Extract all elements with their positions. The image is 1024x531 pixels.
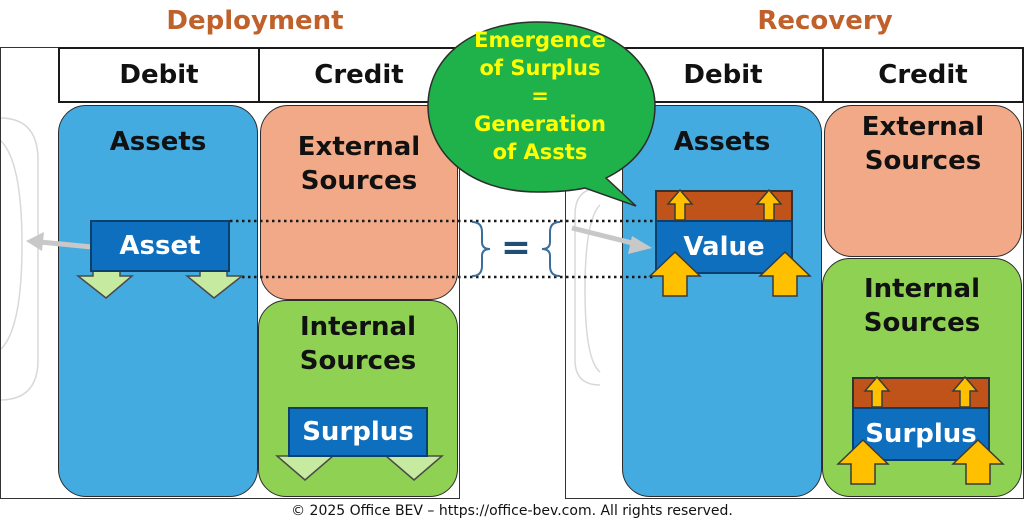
recovery-external-line1: External [861,112,985,142]
recovery-internal-sources-label: Internal Sources [822,272,1022,340]
deployment-external-line2: Sources [300,166,418,196]
callout-line-3: = [531,84,549,108]
recovery-internal-line2: Sources [863,308,981,338]
recovery-credit-header: Credit [822,47,1024,103]
callout-line-4: Generation [474,112,606,136]
value-big-up-arrow-left [648,250,702,297]
recovery-assets-box [622,105,822,497]
callout-line-2: of Surplus [479,56,601,80]
equals-sign: = [500,227,532,268]
recovery-gray-arrow [571,225,652,254]
recovery-external-sources-box [824,105,1022,257]
recovery-external-line2: Sources [864,146,982,176]
recovery-title: Recovery [757,6,893,36]
left-faint-curve [0,117,39,401]
deployment-surplus-box: Surplus [288,407,428,457]
deployment-internal-sources-label: Internal Sources [258,310,458,378]
deployment-external-sources-label: External Sources [260,130,458,198]
callout-line-1: Emergence [474,28,606,52]
right-faint-curve-inner [584,204,601,373]
recovery-surplus-box: Surplus [852,407,990,461]
callout-text: Emergence of Surplus = Generation of Ass… [440,26,640,166]
deployment-internal-line1: Internal [299,312,417,342]
surplus-big-up-arrow-right [951,438,1005,485]
surplus-small-up-arrow-right [951,375,979,408]
value-big-up-arrow-right [758,250,812,297]
right-faint-curve [574,187,601,386]
footer-copyright: © 2025 Office BEV – https://office-bev.c… [291,503,733,519]
recovery-assets-label: Assets [673,127,771,157]
left-faint-curve-inner [0,139,23,351]
value-small-up-arrow-right [755,188,783,221]
value-small-up-arrow-left [666,188,694,221]
recovery-debit-header: Debit [622,47,824,103]
deployment-internal-line2: Sources [299,346,417,376]
deployment-credit-header: Credit [258,47,460,103]
callout-bubble [427,21,656,207]
surplus-big-up-arrow-left [836,438,890,485]
deployment-debit-header: Debit [58,47,260,103]
left-brace [471,221,491,277]
callout-line-5: of Assts [492,140,588,164]
deployment-title: Deployment [166,6,344,36]
right-brace [541,221,561,277]
deployment-external-line1: External [297,132,421,162]
surplus-small-up-arrow-left [863,375,891,408]
asset-box: Asset [90,220,230,272]
recovery-internal-line1: Internal [863,274,981,304]
deployment-external-sources-box [260,105,458,300]
deployment-assets-label: Assets [109,127,207,157]
recovery-external-sources-label: External Sources [824,110,1022,178]
deployment-gray-arrow [26,232,93,251]
deployment-assets-box [58,105,258,497]
